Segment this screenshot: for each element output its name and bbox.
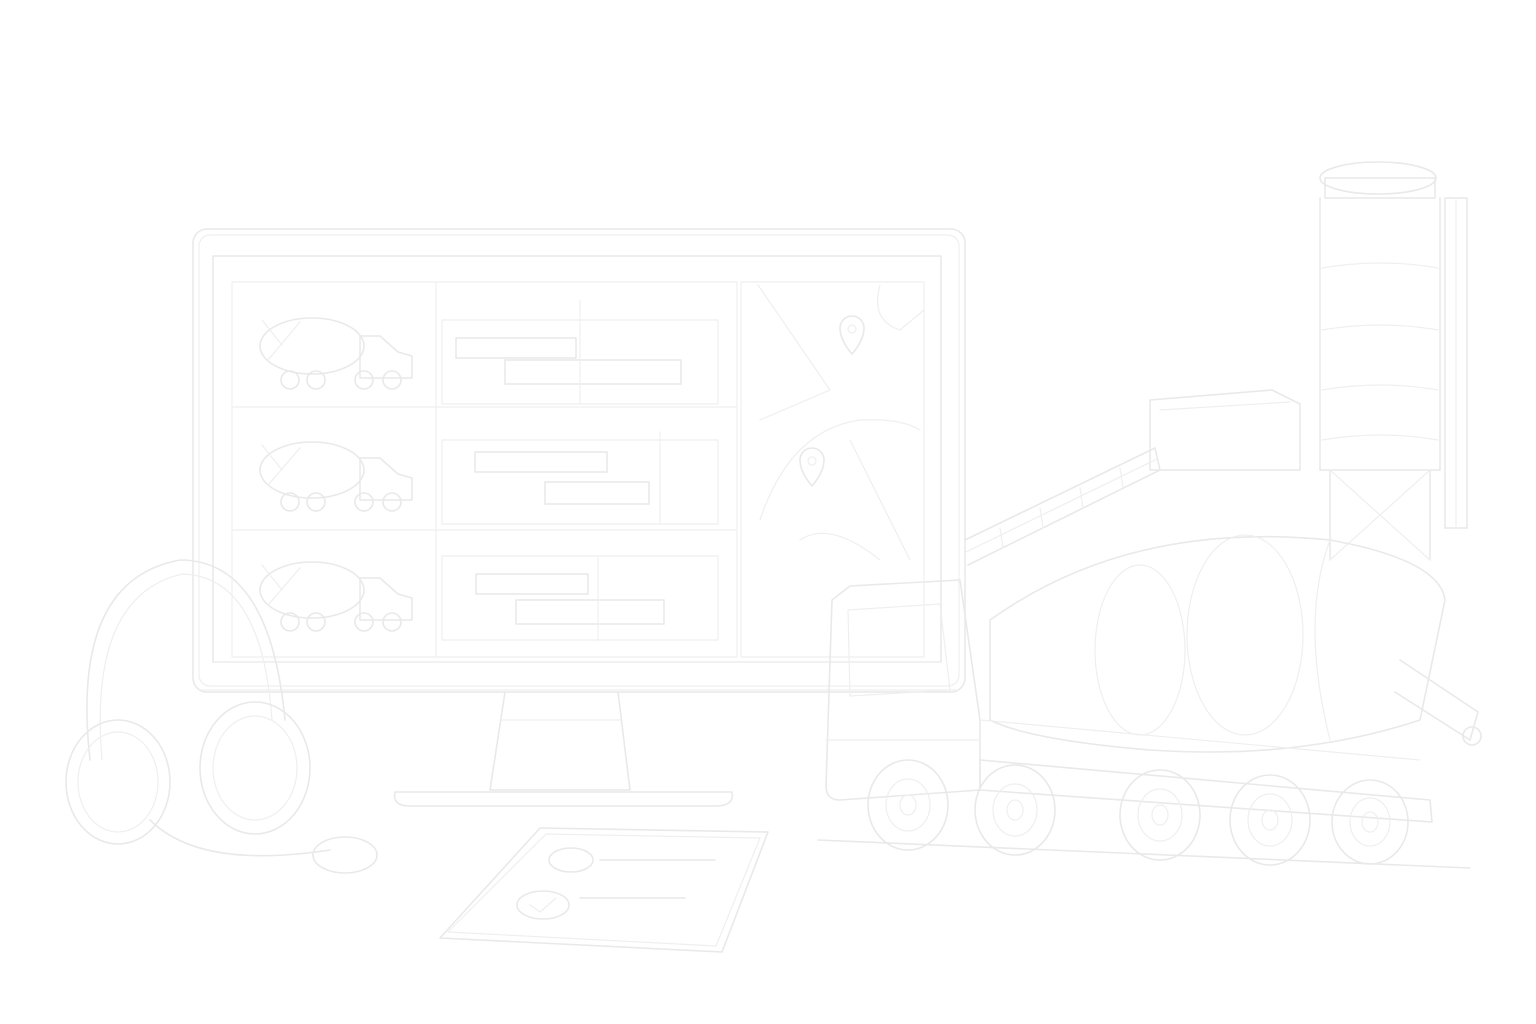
checklist-clipboard-icon bbox=[439, 827, 769, 953]
wheel-icon bbox=[867, 759, 949, 851]
mixer-truck-icon bbox=[259, 441, 413, 512]
wheel-icon bbox=[974, 764, 1056, 856]
dispatch-schedule-panel bbox=[231, 281, 738, 658]
wheel-icon bbox=[1229, 774, 1311, 866]
map-pin-icon bbox=[799, 447, 825, 487]
wheel-icon bbox=[1119, 769, 1201, 861]
map-panel bbox=[740, 281, 925, 658]
headset-icon bbox=[65, 559, 378, 874]
mixer-truck-icon bbox=[817, 534, 1482, 869]
schedule-bars bbox=[441, 555, 719, 641]
schedule-bars bbox=[441, 431, 719, 525]
mixer-truck-icon bbox=[259, 561, 413, 632]
mixer-truck-icon bbox=[259, 317, 413, 390]
monitor-icon bbox=[192, 228, 966, 807]
concrete-batching-plant-icon bbox=[964, 161, 1468, 566]
map-pin-icon bbox=[839, 315, 865, 355]
wheel-icon bbox=[1331, 779, 1409, 865]
schedule-bars bbox=[441, 299, 719, 405]
